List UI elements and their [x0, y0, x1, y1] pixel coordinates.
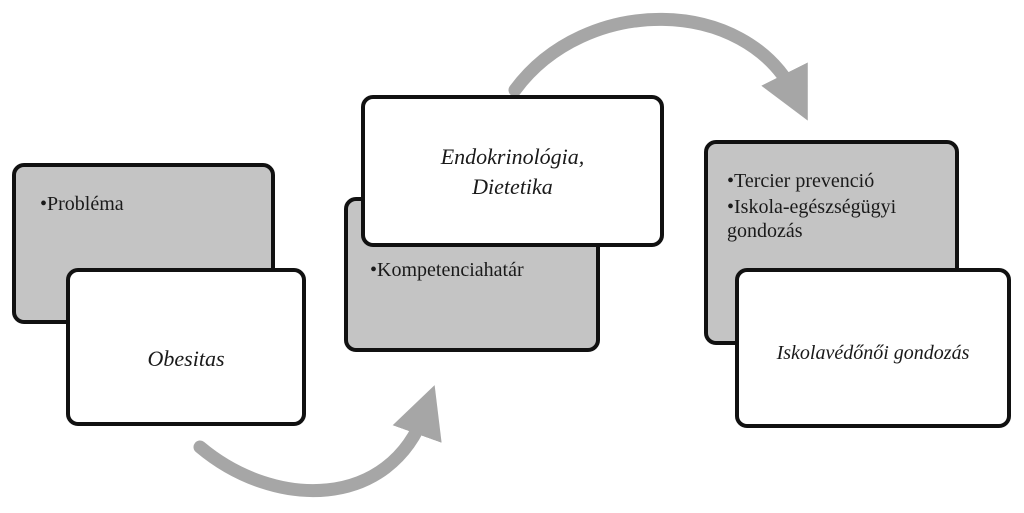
step1-front-card: Obesitas: [66, 268, 306, 426]
step1-title: Obesitas: [147, 346, 225, 371]
bullet-icon: •: [370, 259, 378, 281]
step2-bullet-list: •Kompetenciahatár: [370, 258, 590, 284]
curved-arrow-lower: [193, 385, 442, 498]
bullet-icon: •: [727, 196, 735, 218]
bullet-icon: •: [727, 170, 735, 192]
step2-bullet-text: Kompetenciahatár: [377, 259, 524, 281]
step2-bullet-item: •Kompetenciahatár: [370, 258, 590, 282]
bullet-icon: •: [40, 193, 48, 215]
step3-front-card: Iskolavédőnői gondozás: [735, 268, 1011, 428]
step3-bullet-text: Tercier prevenció: [734, 170, 875, 192]
step3-bullet-item: •Tercier prevenció: [727, 169, 957, 193]
step2-title-line1: Endokrinológia,: [440, 144, 585, 169]
step3-bullet-text: Iskola-egészségügyi gondozás: [727, 196, 897, 242]
step3-title: Iskolavédőnői gondozás: [776, 342, 970, 364]
step1-bullet-item: •Probléma: [40, 192, 260, 216]
step1-bullet-text: Probléma: [47, 193, 124, 215]
step1-bullet-list: •Probléma: [40, 192, 260, 218]
step2-front-card: Endokrinológia, Dietetika: [361, 95, 664, 247]
step3-bullet-list: •Tercier prevenció •Iskola-egészségügyi …: [727, 169, 957, 245]
curved-arrow-upper: [508, 12, 808, 121]
step3-bullet-item: •Iskola-egészségügyi gondozás: [727, 195, 957, 243]
step2-title-line2: Dietetika: [472, 174, 553, 199]
